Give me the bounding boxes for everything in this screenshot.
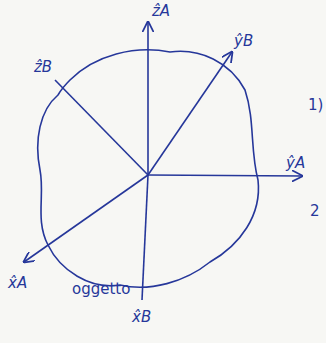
object-label: oggetto [72,282,130,297]
step-number: 2 [310,204,320,219]
axis-label: x̂B [132,310,151,325]
axis-label: ẑB [34,60,52,75]
axis-label: ŷB [234,34,253,49]
axis-label: ŷA [286,156,305,171]
axis-label: x̂A [8,276,27,291]
axes [24,22,302,300]
step-number: 1) [308,98,323,113]
axis-label: ẑA [152,4,170,19]
